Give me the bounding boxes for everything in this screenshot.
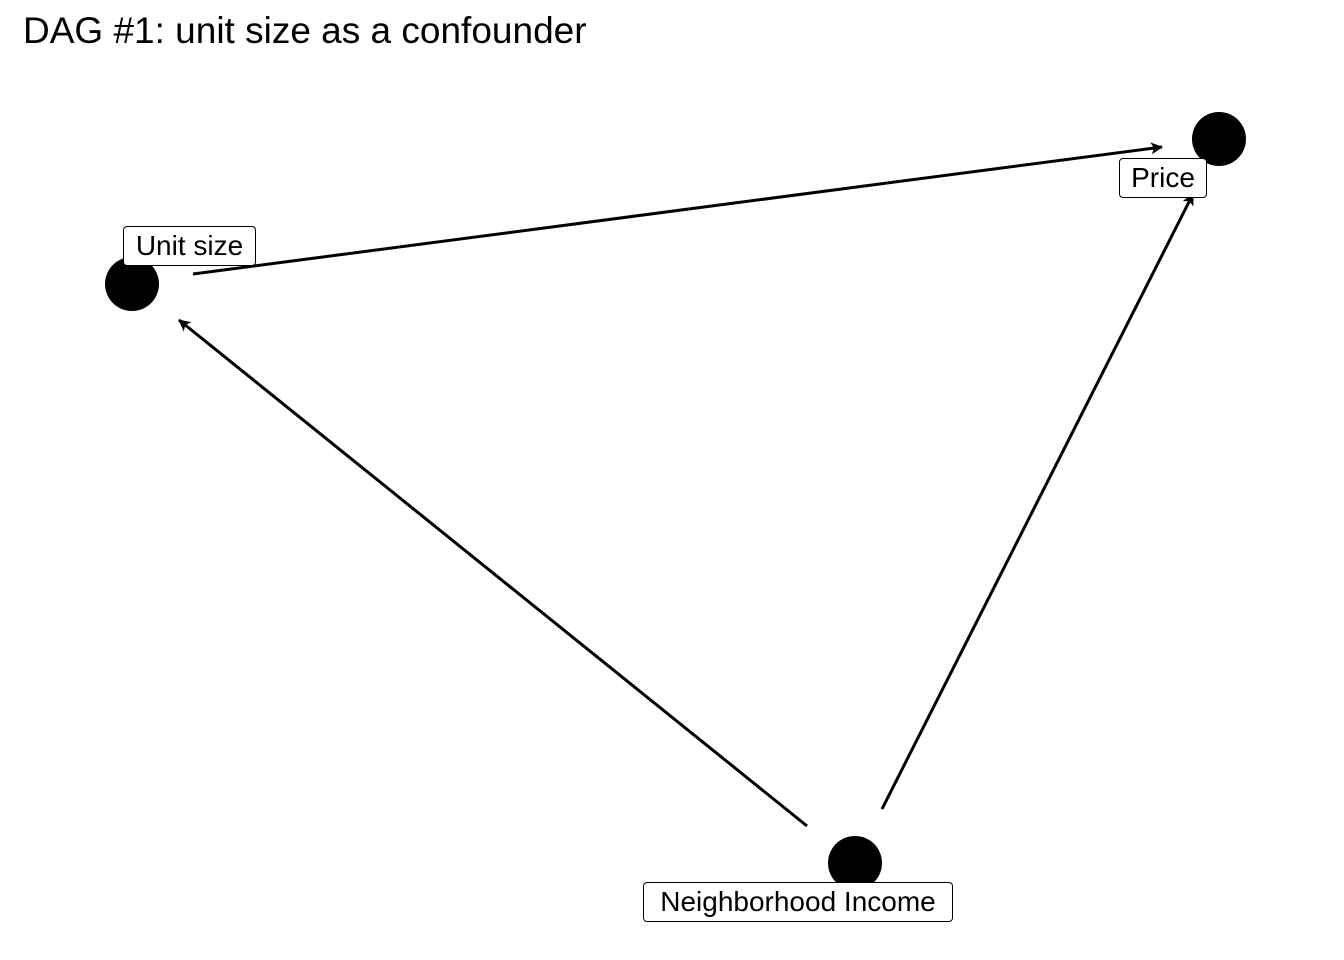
node-price	[1192, 112, 1246, 166]
diagram-title: DAG #1: unit size as a confounder	[23, 10, 587, 51]
node-label-neighborhood-income: Neighborhood Income	[643, 882, 953, 922]
node-label-price: Price	[1119, 158, 1207, 198]
edge-income-to-price	[880, 193, 1195, 810]
edge-income-to-unit-size	[178, 318, 808, 828]
edge-unit-size-to-price	[192, 142, 1163, 276]
node-label-unit-size: Unit size	[123, 226, 256, 266]
node-neighborhood-income	[828, 836, 882, 890]
node-unit-size	[105, 257, 159, 311]
